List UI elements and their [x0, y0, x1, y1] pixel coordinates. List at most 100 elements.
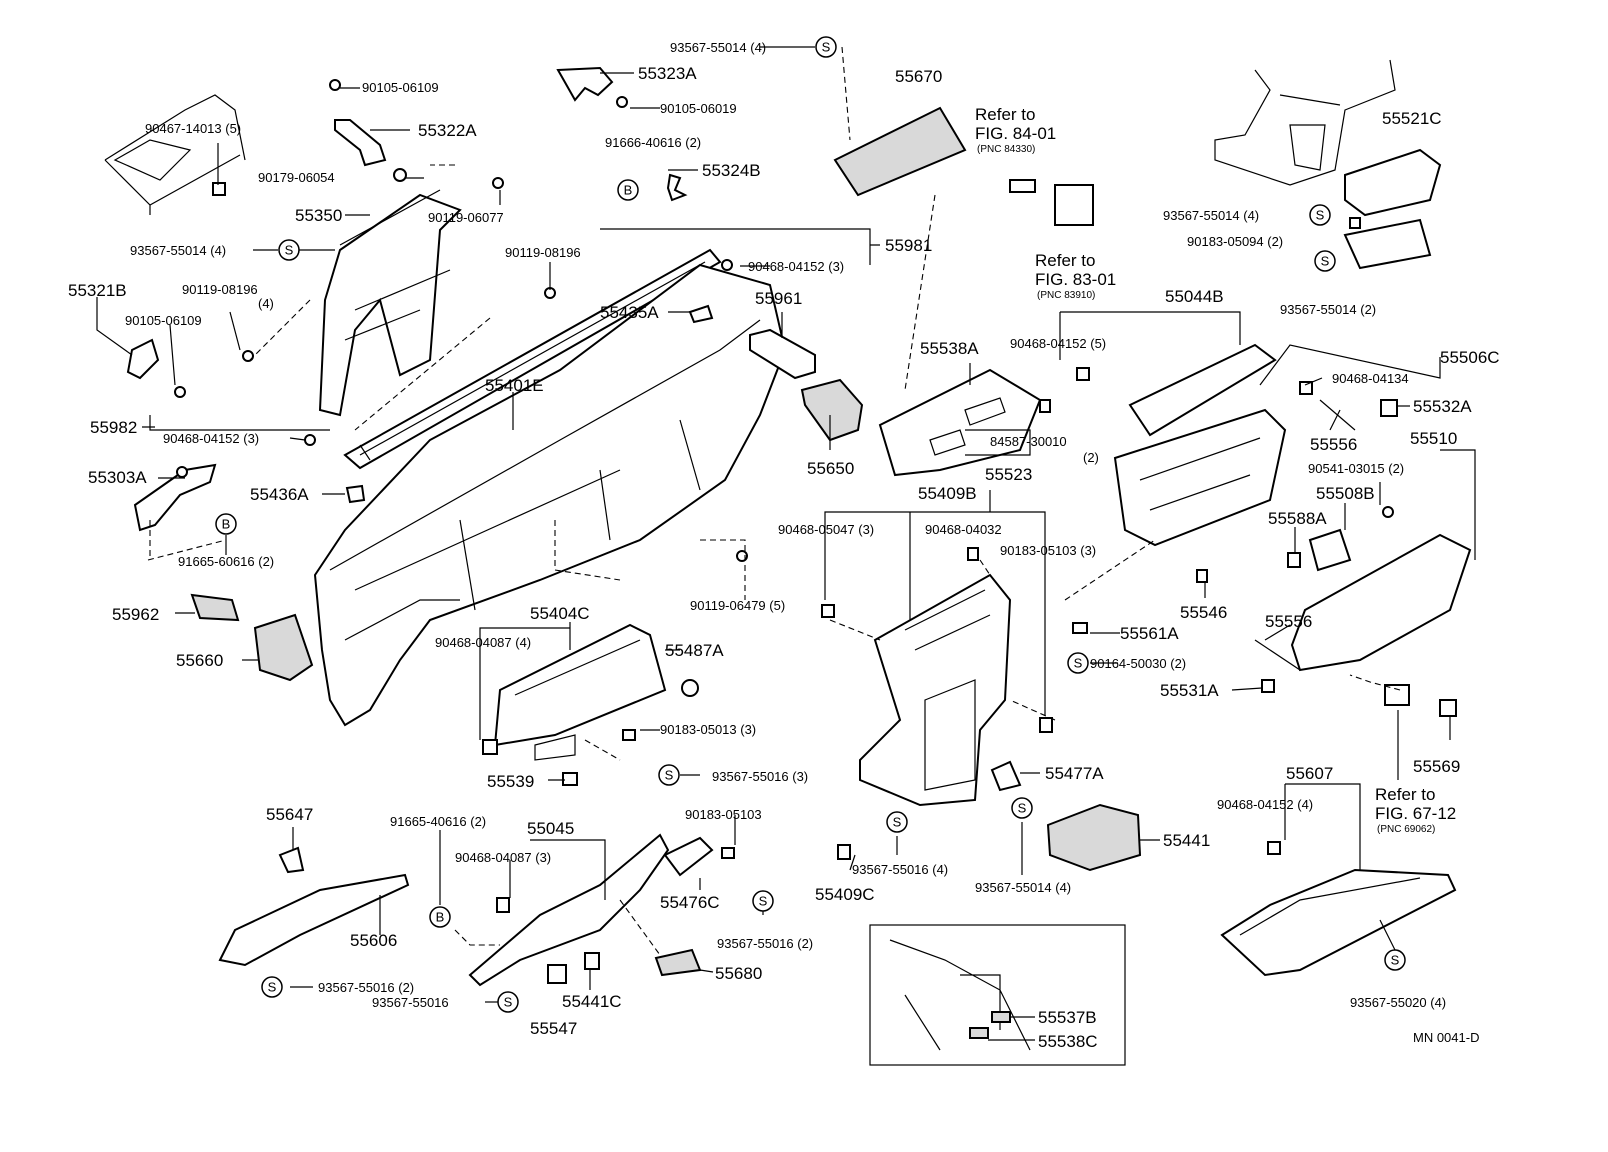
hardware-label: 90119-08196 — [505, 245, 581, 260]
leader-lines — [96, 46, 1476, 1041]
bracket-55522b — [1343, 218, 1432, 270]
bracket-55322a — [334, 119, 387, 167]
part-label: 55323A — [638, 64, 697, 83]
clip-90468-04087-a — [482, 739, 498, 755]
part-label: 55981 — [885, 236, 932, 255]
hardware-label: 90468-04087 (4) — [435, 635, 531, 650]
svg-text:S: S — [1018, 801, 1027, 816]
bolt-55303a — [176, 466, 188, 478]
part-label: 55404C — [530, 604, 590, 623]
hardware-label: (2) — [1083, 450, 1099, 465]
clip-90183-05103-b — [721, 847, 735, 859]
part-label: 55561A — [1120, 624, 1179, 643]
center-vent-55670 — [833, 106, 967, 197]
part-55546 — [1196, 569, 1208, 583]
part-label: 55303A — [88, 468, 147, 487]
part-label: 55556 — [1265, 612, 1312, 631]
knob-55487a — [681, 679, 699, 697]
svg-text:S: S — [504, 995, 513, 1010]
hardware-label: 90164-50030 (2) — [1090, 656, 1186, 671]
s-symbol: S — [278, 239, 300, 261]
hardware-label: 90468-04087 (3) — [455, 850, 551, 865]
clip-90468-04152-c — [1076, 367, 1090, 381]
svg-text:S: S — [1074, 656, 1083, 671]
part-55561a — [1072, 622, 1088, 634]
svg-text:S: S — [822, 40, 831, 55]
hardware-label: (4) — [258, 296, 274, 311]
svg-text:(PNC 83910): (PNC 83910) — [1037, 290, 1095, 301]
tray-details — [1239, 877, 1421, 936]
fastener-90541-03015 — [1382, 506, 1394, 518]
switch-55539 — [562, 772, 578, 786]
part-label: 55982 — [90, 418, 137, 437]
windshield-corner-drawing — [104, 94, 246, 215]
box-55441 — [1046, 803, 1142, 872]
part-label: 55588A — [1268, 509, 1327, 528]
fastener-90179-06054 — [393, 168, 407, 182]
fastener-90119-06077 — [492, 177, 504, 189]
switch-holes — [929, 397, 1006, 456]
side-vent-55962 — [190, 593, 240, 622]
clip-90183-05094 — [1349, 217, 1361, 229]
part-label: 55441 — [1163, 831, 1210, 850]
part-label: 55538C — [1038, 1032, 1098, 1051]
svg-text:FIG. 83-01: FIG. 83-01 — [1035, 270, 1116, 289]
hardware-label: 90105-06019 — [660, 101, 737, 116]
bracket-55323a — [556, 66, 614, 102]
clip-90467-14013 — [212, 182, 226, 196]
bracket-55321b — [126, 338, 160, 380]
part-number-labels: 55323A 55322A 55324B 55670 55521C 55350 … — [68, 64, 1500, 1051]
cluster-finish-details — [514, 639, 641, 761]
hardware-label: 93567-55016 (2) — [318, 980, 414, 995]
part-label: 55523 — [985, 465, 1032, 484]
part-label: 55487A — [665, 641, 724, 660]
part-label: 55569 — [1413, 757, 1460, 776]
clip-90468-04087-b — [496, 897, 510, 913]
svg-text:S: S — [285, 243, 294, 258]
reference-notes: Refer to FIG. 84-01 (PNC 84330) Refer to… — [975, 105, 1456, 835]
s-symbol: S — [1011, 797, 1033, 819]
hardware-label: 93567-55014 (4) — [130, 243, 226, 258]
clip-90468-04134 — [1299, 381, 1313, 395]
hardware-label: 90183-05103 — [685, 807, 762, 822]
clip-55647 — [278, 846, 305, 874]
side-vent-55660 — [253, 613, 314, 682]
part-55476c — [663, 836, 714, 877]
hardware-label: 93567-55014 (4) — [1163, 208, 1259, 223]
part-55477a — [990, 760, 1022, 792]
hardware-label: 90179-06054 — [258, 170, 335, 185]
hardware-label: 90468-05047 (3) — [778, 522, 874, 537]
s-symbol: S — [752, 890, 774, 912]
hardware-label: 93567-55016 (2) — [717, 936, 813, 951]
s-symbol: S — [658, 764, 680, 786]
svg-text:S: S — [1316, 208, 1325, 223]
lower-panel-55045 — [468, 833, 670, 987]
clip-90468-04032 — [967, 547, 979, 561]
hardware-label: 93567-55016 (3) — [712, 769, 808, 784]
svg-text:Refer to: Refer to — [975, 105, 1035, 124]
part-label: 55324B — [702, 161, 761, 180]
switch-55680 — [654, 948, 702, 977]
svg-text:FIG. 84-01: FIG. 84-01 — [975, 124, 1056, 143]
part-label: 55044B — [1165, 287, 1224, 306]
hardware-label: 90183-05094 (2) — [1187, 234, 1283, 249]
s-symbol: S — [815, 36, 837, 58]
svg-text:B: B — [624, 183, 633, 198]
hardware-label: 93567-55016 (4) — [852, 862, 948, 877]
hardware-label: 93567-55014 (2) — [1280, 302, 1376, 317]
part-label: 55538A — [920, 339, 979, 358]
clip-84330 — [1009, 179, 1036, 193]
svg-text:(PNC 84330): (PNC 84330) — [977, 144, 1035, 155]
panel-details — [329, 319, 761, 641]
vent-55650 — [800, 378, 864, 442]
b-symbol: B — [617, 179, 639, 201]
inset-detail — [889, 939, 1031, 1051]
part-label: 55650 — [807, 459, 854, 478]
clip-90468-04152-d — [1267, 841, 1281, 855]
part-label: 55680 — [715, 964, 762, 983]
clip-55409c — [837, 844, 851, 860]
part-label: 55510 — [1410, 429, 1457, 448]
hardware-label: 93567-55016 — [372, 995, 449, 1010]
hardware-label: 90119-08196 — [182, 282, 258, 297]
